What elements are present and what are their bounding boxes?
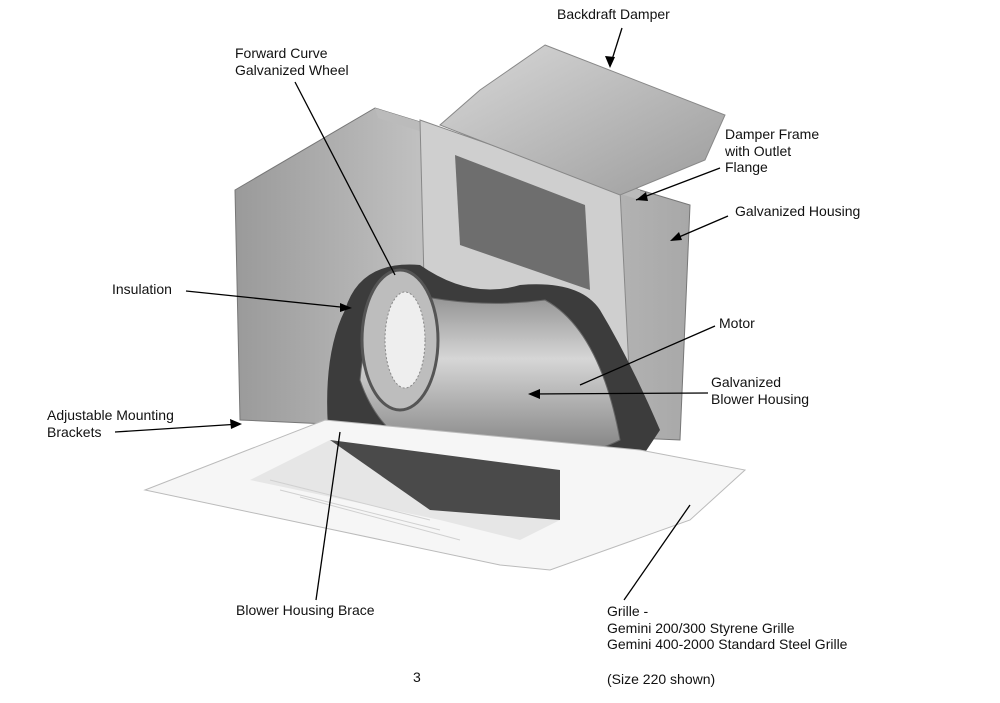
label-line: Gemini 200/300 Styrene Grille bbox=[607, 619, 795, 636]
label-line: Damper Frame bbox=[725, 126, 820, 142]
label-motor: Motor bbox=[719, 315, 755, 331]
label-line: Adjustable Mounting bbox=[47, 407, 174, 423]
label-line: Flange bbox=[725, 159, 768, 175]
label-housing-brace: Blower Housing Brace bbox=[236, 602, 375, 618]
label-galvanized-housing: Galvanized Housing bbox=[735, 203, 861, 219]
label-insulation: Insulation bbox=[112, 281, 172, 297]
label-size-note: (Size 220 shown) bbox=[607, 671, 716, 687]
label-line: Gemini 400-2000 Standard Steel Grille bbox=[607, 636, 848, 652]
label-line: Forward Curve bbox=[235, 45, 328, 61]
label-forward-curve-wheel: Forward Curve Galvanized Wheel bbox=[235, 45, 349, 78]
label-damper-frame: Damper Frame with Outlet Flange bbox=[725, 126, 819, 176]
label-line: Blower Housing bbox=[711, 390, 810, 407]
label-line: Galvanized bbox=[711, 374, 782, 390]
label-backdraft-damper: Backdraft Damper bbox=[557, 6, 670, 22]
label-grille: Grille - Gemini 200/300 Styrene Grille G… bbox=[607, 603, 847, 653]
label-blower-housing: Galvanized Blower Housing bbox=[711, 374, 809, 407]
label-line: Brackets bbox=[47, 423, 102, 440]
label-line: Galvanized Wheel bbox=[235, 61, 349, 78]
label-mounting-brackets: Adjustable Mounting Brackets bbox=[47, 407, 174, 440]
label-line: Grille - bbox=[607, 603, 649, 619]
page-number: 3 bbox=[413, 669, 421, 685]
label-line: with Outlet bbox=[725, 142, 792, 159]
backdraft-damper bbox=[439, 44, 726, 196]
